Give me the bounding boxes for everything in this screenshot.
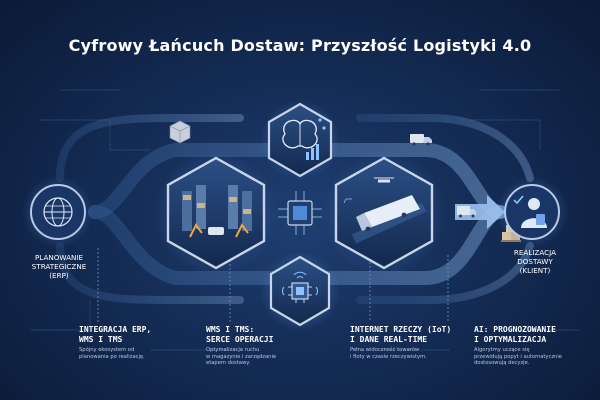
iot-chip-icon [260, 251, 340, 331]
caption-ai: AI: PROGNOZOWANIE I OPTYMALIZACJA Algory… [474, 325, 596, 367]
caption-title: WMS I TMS: SERCE OPERACJI [206, 325, 274, 344]
customer-icon [496, 176, 568, 248]
end-node-label: REALIZACJA DOSTAWY (KLIENT) [513, 248, 557, 275]
circuit-traces [30, 89, 580, 351]
robotic-warehouse-icon [154, 151, 278, 275]
delivery-van-icon [410, 134, 432, 146]
caption-description: Spójny ekosystem od planowania po realiz… [79, 347, 145, 360]
brain-analytics-icon [260, 100, 340, 180]
caption-title: INTERNET RZECZY (IoT) I DANE REAL-TIME [350, 325, 452, 344]
start-node-label: PLANOWANIE STRATEGICZNE (ERP) [31, 253, 87, 280]
caption-title: INTEGRACJA ERP, WMS I TMS [79, 325, 152, 344]
caption-wms-tms: WMS I TMS: SERCE OPERACJI Optymalizacja … [206, 325, 324, 367]
autonomous-truck-icon [322, 151, 446, 275]
parcel-icon [169, 120, 191, 144]
small-truck-icon [457, 206, 476, 218]
caption-description: Algorytmy uczące się przewidują popyt i … [474, 347, 562, 367]
flow-arrow [455, 195, 505, 229]
caption-description: Optymalizacja ruchu w magazynie i zarząd… [206, 347, 277, 367]
caption-integration: INTEGRACJA ERP, WMS I TMS Spójny ekosyst… [79, 325, 197, 360]
caption-iot: INTERNET RZECZY (IoT) I DANE REAL-TIME P… [350, 325, 470, 360]
caption-title: AI: PROGNOZOWANIE I OPTYMALIZACJA [474, 325, 556, 344]
caption-description: Pełna widoczność towarów i floty w czasi… [350, 347, 427, 360]
central-processor-icon [278, 191, 322, 235]
globe-icon [22, 176, 94, 248]
page-title: Cyfrowy Łańcuch Dostaw: Przyszłość Logis… [68, 36, 532, 55]
